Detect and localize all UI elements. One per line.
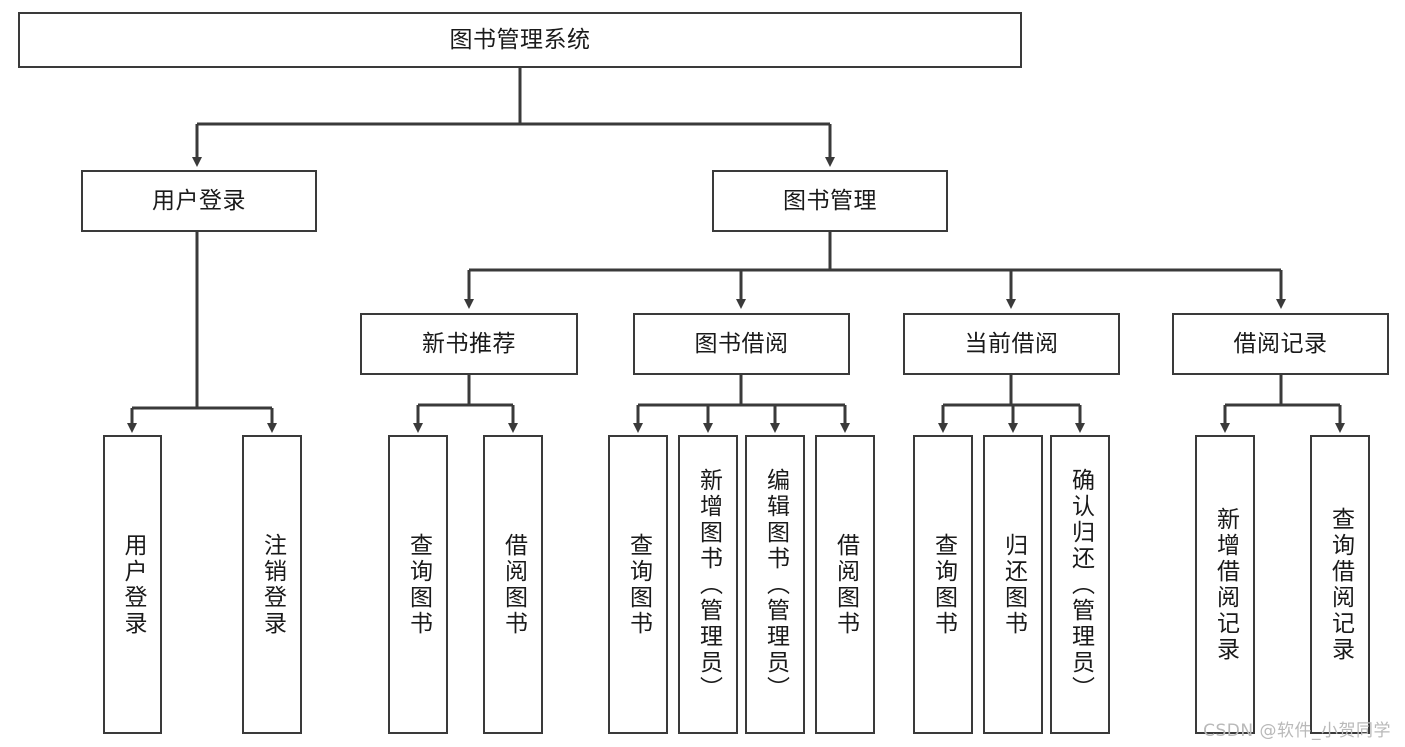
node-label: 借阅图书 — [500, 532, 527, 637]
node-leaf-borrow-book-b[interactable]: 借阅图书 — [815, 435, 875, 734]
node-leaf-query-record[interactable]: 查询借阅记录 — [1310, 435, 1370, 734]
node-leaf-return-book[interactable]: 归还图书 — [983, 435, 1043, 734]
node-label: 查询借阅记录 — [1327, 506, 1354, 663]
node-leaf-edit-book[interactable]: 编辑图书（管理员） — [745, 435, 805, 734]
node-leaf-query-book-a[interactable]: 查询图书 — [388, 435, 448, 734]
node-label: 归还图书 — [1000, 532, 1027, 637]
node-label: 编辑图书（管理员） — [762, 467, 789, 702]
node-label: 图书管理系统 — [449, 26, 591, 53]
node-leaf-user-login[interactable]: 用户登录 — [103, 435, 162, 734]
node-label: 图书借阅 — [694, 330, 789, 357]
node-label: 当前借阅 — [964, 330, 1059, 357]
node-leaf-query-book-b[interactable]: 查询图书 — [608, 435, 668, 734]
node-leaf-confirm-return[interactable]: 确认归还（管理员） — [1050, 435, 1110, 734]
node-book-borrow[interactable]: 图书借阅 — [633, 313, 850, 375]
node-label: 确认归还（管理员） — [1067, 467, 1094, 702]
node-new-book-recommend[interactable]: 新书推荐 — [360, 313, 578, 375]
node-label: 用户登录 — [152, 187, 246, 214]
node-label: 查询图书 — [405, 532, 432, 637]
node-leaf-query-book-c[interactable]: 查询图书 — [913, 435, 973, 734]
node-leaf-logout[interactable]: 注销登录 — [242, 435, 302, 734]
node-leaf-add-book[interactable]: 新增图书（管理员） — [678, 435, 738, 734]
node-user-login[interactable]: 用户登录 — [81, 170, 317, 232]
node-label: 借阅图书 — [832, 532, 859, 637]
node-label: 新书推荐 — [422, 330, 516, 357]
node-label: 新增借阅记录 — [1212, 506, 1239, 663]
node-label: 新增图书（管理员） — [695, 467, 722, 702]
watermark: CSDN @软件_小贺同学 — [1203, 721, 1391, 741]
node-borrow-record[interactable]: 借阅记录 — [1172, 313, 1389, 375]
node-book-manage[interactable]: 图书管理 — [712, 170, 948, 232]
node-label: 注销登录 — [259, 532, 286, 637]
node-label: 图书管理 — [783, 187, 877, 214]
node-leaf-add-record[interactable]: 新增借阅记录 — [1195, 435, 1255, 734]
node-root[interactable]: 图书管理系统 — [18, 12, 1022, 68]
node-leaf-borrow-book-a[interactable]: 借阅图书 — [483, 435, 543, 734]
node-current-borrow[interactable]: 当前借阅 — [903, 313, 1120, 375]
node-label: 用户登录 — [120, 532, 146, 637]
node-label: 查询图书 — [930, 532, 957, 637]
node-label: 借阅记录 — [1233, 330, 1328, 357]
node-label: 查询图书 — [625, 532, 652, 637]
